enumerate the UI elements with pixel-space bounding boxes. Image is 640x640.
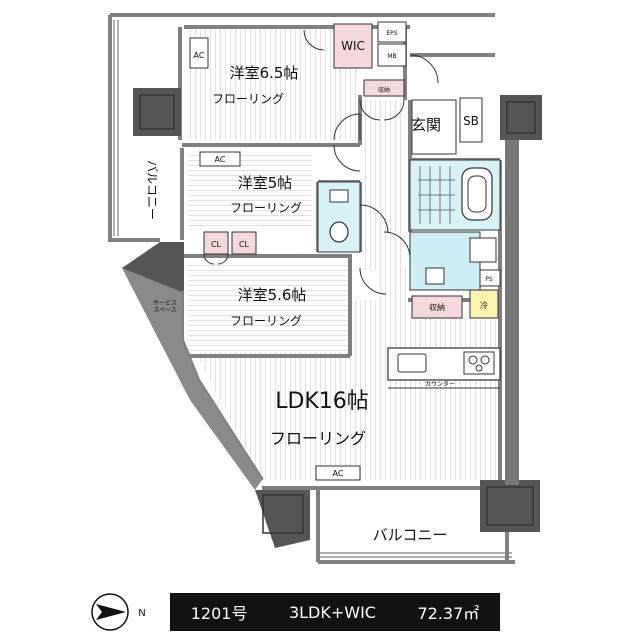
ac-bedroom-2: AC bbox=[215, 155, 226, 164]
sink-icon bbox=[397, 353, 427, 373]
kitchen-storage-label: 収納 bbox=[429, 302, 445, 312]
sb-storage bbox=[459, 97, 483, 143]
hall-storage bbox=[363, 79, 405, 97]
toilet-icon bbox=[329, 221, 349, 243]
fridge-label: 冷 bbox=[480, 300, 488, 310]
balcony-rails bbox=[113, 20, 512, 558]
washer-icon bbox=[469, 237, 497, 263]
counter-label: カウンター bbox=[425, 380, 455, 388]
ac-bedroom-1: AC bbox=[194, 51, 205, 60]
bedroom-3-floor-label: フローリング bbox=[230, 314, 302, 328]
hall-storage-label: 収納 bbox=[378, 86, 390, 94]
bedroom-1-name: 洋室6.5帖 bbox=[230, 64, 299, 82]
bedroom-3-floor bbox=[188, 262, 348, 352]
bathtub-icon bbox=[461, 167, 493, 221]
bedroom-2-floor-label: フローリング bbox=[230, 201, 302, 215]
north-label: N bbox=[138, 608, 145, 619]
cl-right-label: CL bbox=[239, 240, 250, 249]
balcony-south-label: バルコニー bbox=[373, 526, 448, 544]
eps bbox=[377, 21, 407, 43]
washstand-icon bbox=[425, 267, 445, 285]
kitchen-storage bbox=[411, 295, 463, 319]
ps-label: PS bbox=[485, 276, 493, 283]
unit-number: 1201号 bbox=[190, 604, 248, 623]
ldk-floor-label: フローリング bbox=[270, 429, 366, 448]
cl-left-label: CL bbox=[211, 240, 222, 249]
cl-right bbox=[231, 231, 257, 255]
bedroom-1-floor-label: フローリング bbox=[212, 92, 284, 106]
bedroom-3-name: 洋室5.6帖 bbox=[238, 286, 307, 304]
wic bbox=[333, 23, 373, 69]
mb-label: MB bbox=[387, 53, 396, 60]
washroom bbox=[409, 231, 481, 291]
ldk-name: LDK16帖 bbox=[275, 389, 369, 414]
service-space-label: サービススペース bbox=[153, 299, 177, 314]
ac-ldk: AC bbox=[333, 469, 344, 478]
bedroom-1-floor bbox=[188, 27, 360, 140]
sidewall bbox=[122, 268, 262, 490]
entrance bbox=[411, 99, 457, 155]
mb bbox=[377, 43, 407, 67]
cl-left bbox=[203, 231, 229, 255]
unit-info-bar: 1201号 3LDK+WIC 72.37㎡ bbox=[170, 593, 500, 631]
hallway-floor bbox=[362, 100, 404, 270]
sb-label: SB bbox=[463, 114, 479, 128]
wic-label: WIC bbox=[341, 39, 365, 53]
stove-icon bbox=[463, 351, 495, 375]
ldk-floor bbox=[195, 268, 500, 480]
bedroom-2-name: 洋室5帖 bbox=[238, 174, 293, 192]
fridge-space bbox=[469, 289, 499, 319]
balcony-west-label: バルコニー bbox=[145, 160, 159, 220]
unit-type: 3LDK+WIC bbox=[288, 602, 376, 622]
doors bbox=[203, 29, 439, 295]
eps-label: EPS bbox=[386, 30, 397, 37]
entrance-label: 玄関 bbox=[411, 116, 441, 134]
north-arrow-icon bbox=[96, 604, 126, 620]
unit-area: 72.37㎡ bbox=[417, 604, 480, 623]
compass: N bbox=[91, 593, 146, 631]
